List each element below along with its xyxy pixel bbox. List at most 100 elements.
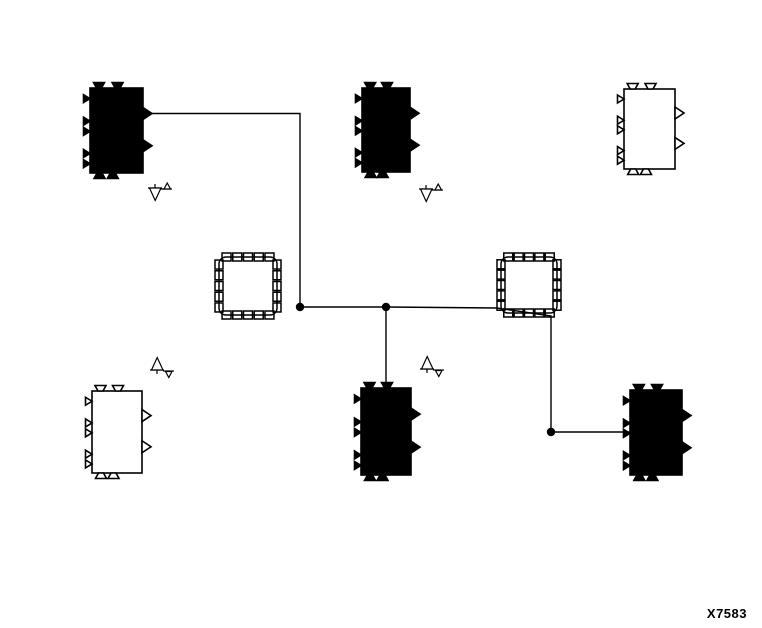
buffer-triangle-icon [150,356,164,371]
ring-pad-square [534,252,545,262]
top-pin [362,381,377,389]
left-flag-pin [82,115,92,127]
bottom-pin [639,168,653,176]
left-flag-pin [616,154,626,166]
clb-block-top-middle [354,81,421,179]
top-pin [363,81,378,89]
left-flag-pin [354,147,364,159]
junction-dot [546,427,556,437]
right-arrow-pin [674,105,686,121]
ring-pad-square [264,310,275,320]
left-flag-pin [354,115,364,127]
bottom-pin [375,474,390,482]
left-flag-pin [616,93,626,105]
bottom-pin [645,474,660,482]
ring-pad-square [496,269,506,280]
ring-pad-square [513,252,524,262]
right-arrow-pin [141,408,153,424]
left-flag-pin [84,427,94,439]
top-pin [380,81,394,89]
ring-pad-square [221,310,232,320]
clb-block-bottom-middle [353,381,422,482]
buffer-pair-bottom-left [150,356,174,379]
ring-pad-square [496,290,506,301]
block-body [629,389,683,476]
ring-pad-square [253,310,264,320]
figure-number-label: X7583 [706,606,747,621]
ring-pad-square [232,310,243,320]
ring-pad-square [214,280,224,292]
left-flag-pin [353,449,363,461]
left-flag-pin [353,426,363,438]
ring-pad-square [272,280,282,292]
ring-outline [500,256,558,314]
buffer-triangle-icon [434,182,443,191]
block-body [361,87,411,173]
left-flag-pin [84,395,94,407]
left-flag-pin [353,416,363,428]
left-flag-pin [354,93,364,104]
ring-pad-square [544,252,555,262]
right-arrow-pin [142,106,154,121]
top-pin [110,81,125,89]
bottom-pin [106,472,121,480]
block-body [91,390,143,474]
ring-pad-square [544,308,555,318]
clb-block-top-left [82,81,154,180]
left-flag-pin [622,395,632,407]
left-flag-pin [616,145,626,157]
left-flag-pin [82,93,92,105]
bottom-pin [363,474,377,482]
ring-outline [218,256,278,316]
ring-pad-square [503,252,514,262]
ring-pad-square [272,291,282,302]
buffer-triangle-icon [164,370,173,379]
ring-pad-square [214,291,224,302]
top-pin [111,384,125,392]
ring-pad-square [272,259,282,270]
clb-block-bottom-left [84,384,153,480]
top-pin [631,383,646,391]
ring-pad-square [496,279,506,291]
left-flag-pin [82,158,92,170]
net-topleft-to-center [152,112,301,307]
buffer-triangle-icon [434,369,443,378]
left-flag-pin [616,124,626,136]
ring-pad-square [552,259,562,270]
right-arrow-pin [674,135,686,151]
right-arrow-pin [410,406,422,422]
right-arrow-pin [409,105,421,121]
left-flag-pin [616,114,626,126]
right-arrow-pin [681,408,693,423]
junction-dot [381,302,391,312]
buffer-pair-top-middle [419,182,443,203]
buffer-pair-top-left [148,181,172,202]
ring-pad-square [503,308,514,318]
right-arrow-pin [410,439,422,455]
block-body [89,87,144,174]
ring-pad-square [552,279,562,291]
left-flag-pin [353,459,363,471]
left-flag-pin [622,417,632,429]
ring-pad-square [513,308,524,318]
buffer-triangle-icon [148,187,162,202]
block-body [623,88,676,170]
ring-pad-square [496,259,506,270]
left-flag-pin [622,427,632,439]
left-flag-pin [82,148,92,159]
clb-block-bottom-right [622,383,693,482]
ring-pad-square [214,259,224,270]
clb-block-top-right [616,82,686,176]
bottom-pin [626,168,641,176]
top-pin [643,82,658,90]
bottom-pin [92,172,107,180]
right-arrow-pin [142,138,154,154]
buffer-triangle-icon [420,355,434,370]
interconnect-ring-left [214,252,282,320]
ring-pad-square [242,252,254,262]
bottom-pin [375,171,390,179]
top-pin [380,381,394,389]
ring-pad-square [552,290,562,301]
interconnect-ring-right [496,252,562,318]
